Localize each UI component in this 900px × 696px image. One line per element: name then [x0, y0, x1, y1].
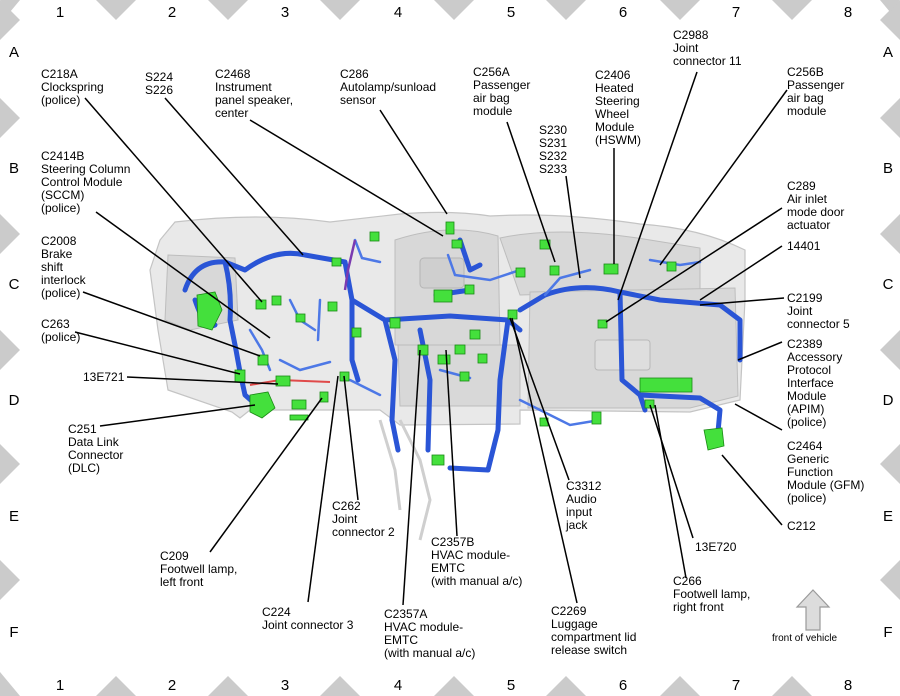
label-c263: C263 (police) [41, 317, 81, 344]
label-c266-footwell-lamp-rf: C266 Footwell lamp, right front [673, 574, 751, 614]
front-of-vehicle-label: front of vehicle [772, 633, 838, 644]
label-s224-s226: S224 S226 [145, 70, 174, 97]
grid-col-7: 7 [732, 4, 740, 21]
label-c256a-passenger-air-bag: C256A Passenger air bag module [473, 65, 531, 118]
grid-col-6-bottom: 6 [619, 677, 627, 694]
label-c2389-apim: C2389 Accessory Protocol Interface Modul… [787, 337, 843, 429]
leader-13e721 [126, 376, 279, 385]
leader-c2357a [402, 349, 421, 606]
leader-s230 [565, 175, 581, 279]
leader-c266 [654, 404, 687, 579]
label-c2357b-hvac: C2357B HVAC module- EMTC (with manual a/… [431, 535, 523, 588]
label-c262-joint-connector-2: C262 Joint connector 2 [332, 499, 395, 539]
leader-c263 [74, 331, 241, 375]
grid-col-1-bottom: 1 [56, 677, 64, 694]
label-c3312-audio-jack: C3312 Audio input jack [566, 479, 602, 532]
leader-c2464 [734, 403, 783, 431]
leader-c218a [84, 97, 263, 303]
leader-c209 [209, 397, 323, 553]
leader-14401 [699, 245, 783, 301]
leader-c2468 [249, 119, 444, 237]
leader-s224 [164, 97, 304, 256]
leader-c212 [721, 454, 783, 526]
leader-c289 [605, 207, 783, 323]
grid-border-top [0, 0, 900, 20]
grid-col-1: 1 [56, 4, 64, 21]
leader-c2357b [445, 349, 458, 537]
leader-c3312 [509, 317, 570, 481]
grid-border-right [880, 0, 900, 600]
leader-c2988 [617, 71, 698, 301]
grid-col-6: 6 [619, 4, 627, 21]
grid-row-e: E [9, 508, 19, 525]
label-c286-autolamp-sensor: C286 Autolamp/sunload sensor [340, 67, 437, 107]
label-c218a-clockspring: C218A Clockspring (police) [41, 67, 104, 107]
grid-row-labels-right: A B C D E F [883, 44, 894, 641]
label-c212: C212 [787, 519, 816, 533]
label-13e720: 13E720 [695, 540, 737, 554]
grid-row-a: A [9, 44, 19, 61]
front-of-vehicle-arrow-icon [795, 589, 831, 631]
grid-col-5: 5 [507, 4, 515, 21]
leader-c286 [379, 109, 448, 215]
grid-row-c: C [9, 276, 20, 293]
leader-lines [74, 71, 788, 606]
grid-row-f: F [9, 624, 18, 641]
grid-border-bottom [96, 676, 812, 696]
label-c2269-luggage-lid-switch: C2269 Luggage compartment lid release sw… [551, 604, 637, 657]
leader-c2199 [699, 297, 785, 306]
grid-col-7-bottom: 7 [732, 677, 740, 694]
label-14401: 14401 [787, 239, 821, 253]
label-c2464-gfm: C2464 Generic Function Module (GFM) (pol… [787, 439, 865, 505]
grid-row-c-right: C [883, 276, 894, 293]
grid-col-3-bottom: 3 [281, 677, 289, 694]
grid-row-d: D [9, 392, 20, 409]
leader-c2389 [737, 341, 783, 361]
grid-row-d-right: D [883, 392, 894, 409]
grid-row-a-right: A [883, 44, 893, 61]
grid-col-5-bottom: 5 [507, 677, 515, 694]
grid-row-b-right: B [883, 160, 893, 177]
label-c256b-passenger-air-bag: C256B Passenger air bag module [787, 65, 845, 118]
label-c2008-brake-shift-interlock: C2008 Brake shift interlock (police) [41, 234, 86, 300]
connectors [196, 221, 725, 466]
grid-border-left [0, 0, 20, 696]
grid-row-e-right: E [883, 508, 893, 525]
label-c289-air-inlet-actuator: C289 Air inlet mode door actuator [787, 179, 845, 232]
leader-c256b [659, 89, 788, 266]
grid-col-4: 4 [394, 4, 402, 21]
label-c2406-hswm: C2406 Heated Steering Wheel Module (HSWM… [595, 68, 641, 147]
grid-row-b: B [9, 160, 19, 177]
leader-c2269 [511, 317, 578, 604]
grid-col-8: 8 [844, 4, 852, 21]
grid-column-labels-bottom: 1 2 3 4 5 6 7 8 [56, 677, 852, 694]
leader-c251 [99, 404, 256, 427]
leader-13e720 [649, 404, 694, 539]
label-c2414b-sccm: C2414B Steering Column Control Module (S… [41, 149, 131, 215]
label-c224-joint-connector-3: C224 Joint connector 3 [262, 605, 354, 632]
grid-col-4-bottom: 4 [394, 677, 402, 694]
grid-col-3: 3 [281, 4, 289, 21]
grid-col-8-bottom: 8 [844, 677, 852, 694]
leader-c2008 [82, 291, 261, 357]
label-c2357a-hvac: C2357A HVAC module- EMTC (with manual a/… [384, 607, 476, 660]
label-c209-footwell-lamp-lf: C209 Footwell lamp, left front [160, 549, 238, 589]
grid-row-labels-left: A B C D E F [9, 44, 20, 641]
grid-col-2-bottom: 2 [168, 677, 176, 694]
leader-c2414b [95, 211, 271, 339]
label-c251-dlc: C251 Data Link Connector (DLC) [68, 422, 124, 475]
leader-c262 [343, 375, 359, 501]
leader-c224 [307, 375, 339, 603]
grid-row-f-right: F [883, 624, 892, 641]
label-c2199-joint-connector-5: C2199 Joint connector 5 [787, 291, 850, 331]
grid-col-2: 2 [168, 4, 176, 21]
label-s230-s233: S230 S231 S232 S233 [539, 123, 568, 176]
label-c2988-joint-connector-11: C2988 Joint connector 11 [673, 28, 742, 68]
label-13e721: 13E721 [83, 370, 125, 384]
leader-c256a [506, 121, 556, 263]
grid-column-labels-top: 1 2 3 4 5 6 7 8 [56, 4, 852, 21]
label-c2468-ip-speaker: C2468 Instrument panel speaker, center [215, 67, 294, 120]
